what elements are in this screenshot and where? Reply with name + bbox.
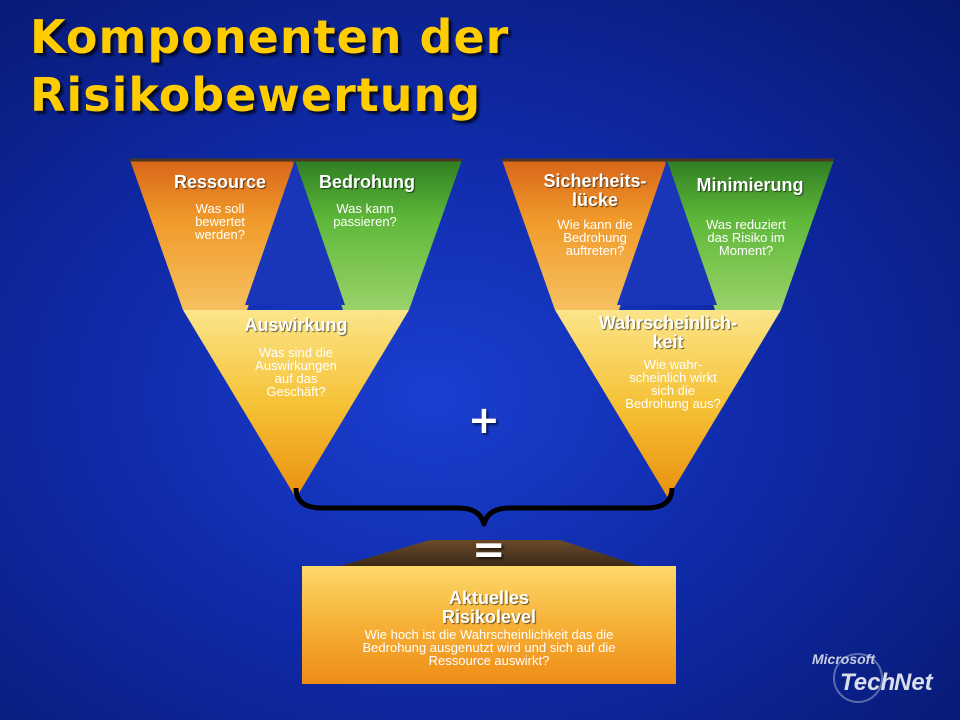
right-triangle <box>502 158 834 498</box>
threat-segment <box>292 160 462 310</box>
probability-question: Wie wahr- scheinlich wirkt sich die Bedr… <box>625 357 721 411</box>
left-triangle <box>130 158 462 498</box>
result-heading: Aktuelles Risikolevel <box>441 588 537 627</box>
result-cap <box>340 540 640 566</box>
curly-brace <box>293 487 675 527</box>
vulnerability-heading: Sicherheits- lücke <box>543 171 647 210</box>
resource-question: Was soll bewertet werden? <box>195 201 245 242</box>
vulnerability-segment <box>502 160 670 310</box>
center-gap-right <box>617 160 717 305</box>
mitigation-heading: Minimierung <box>696 175 804 195</box>
logo-product-tech: Tech <box>840 669 895 696</box>
current-risk-level-box: Aktuelles Risikolevel Wie hoch ist die W… <box>302 566 676 684</box>
logo-brand-text: Microsoft <box>812 651 876 667</box>
probability-segment <box>555 310 781 498</box>
impact-question: Was sind die Auswirkungen auf das Geschä… <box>255 345 337 399</box>
threat-question: Was kann passieren? <box>333 201 397 229</box>
result-question: Wie hoch ist die Wahrscheinlichkeit das … <box>362 627 616 668</box>
mitigation-question: Was reduziert das Risiko im Moment? <box>706 217 786 258</box>
resource-segment <box>130 160 298 310</box>
probability-heading: Wahrscheinlich- keit <box>598 313 738 352</box>
slide-title: Komponenten der Risikobewertung <box>30 10 510 122</box>
impact-heading: Auswirkung <box>244 315 348 335</box>
vulnerability-question: Wie kann die Bedrohung auftreten? <box>557 217 633 258</box>
center-gap <box>245 160 345 305</box>
mitigation-segment <box>664 160 834 310</box>
equals-symbol: = <box>472 527 506 573</box>
resource-heading: Ressource <box>173 172 267 192</box>
microsoft-technet-logo: Microsoft Tech Net <box>812 646 942 706</box>
logo-product-net: Net <box>894 669 934 696</box>
threat-heading: Bedrohung <box>319 172 415 192</box>
plus-symbol: + <box>468 398 500 442</box>
impact-segment <box>183 310 409 498</box>
